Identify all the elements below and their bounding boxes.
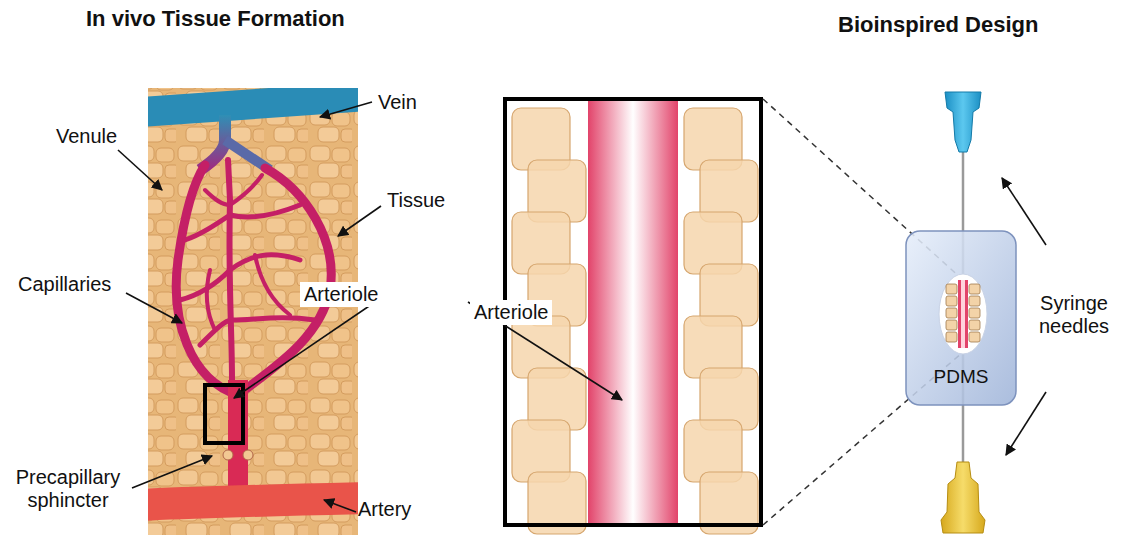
pdms-chip: PDMS xyxy=(905,230,1017,406)
panel-heading: In vivo Tissue Formation xyxy=(86,6,345,31)
syringe-needles xyxy=(941,92,985,533)
part-label: Syringe needles xyxy=(1028,292,1120,338)
part-label: Arteriole xyxy=(470,300,552,325)
part-label: Artery xyxy=(358,498,411,521)
chip-label: PDMS xyxy=(905,366,1017,388)
part-label: Venule xyxy=(52,124,121,149)
zoom-box xyxy=(205,385,243,443)
tissue-illustration xyxy=(148,88,358,535)
part-label: Tissue xyxy=(383,188,449,213)
part-label: Arteriole xyxy=(300,282,382,307)
part-label: Vein xyxy=(374,90,421,115)
part-label: Capillaries xyxy=(14,272,115,297)
leader-arrows xyxy=(118,102,1046,512)
panel-heading: Bioinspired Design xyxy=(838,12,1038,37)
part-label: Precapillary sphincter xyxy=(6,466,130,512)
